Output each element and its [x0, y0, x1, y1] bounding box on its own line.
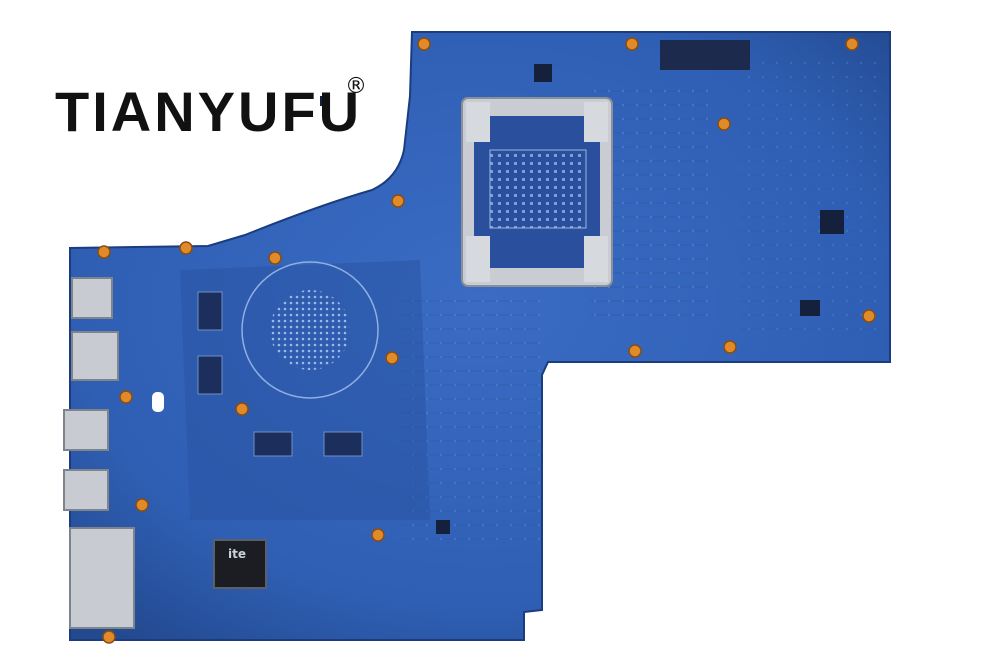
- ite-controller-chip: ite: [213, 539, 267, 589]
- ethernet-port: [71, 331, 119, 381]
- chip-marking: ite: [228, 547, 246, 561]
- brand-watermark: TIANYUFU: [55, 80, 363, 143]
- registered-trademark-symbol: ®: [345, 74, 367, 99]
- small-components: [320, 40, 844, 534]
- usb-port-2: [63, 469, 109, 511]
- memory-chips: [197, 291, 363, 457]
- io-ports: [63, 277, 135, 629]
- usb-port-1: [63, 409, 109, 451]
- card-reader-slot: [69, 527, 135, 629]
- bga-pad-array: [241, 261, 379, 399]
- trace-area-far-right: [740, 60, 880, 340]
- hdmi-port: [71, 277, 113, 319]
- cpu-socket-bracket: [461, 97, 613, 287]
- board-cutout: [152, 392, 164, 412]
- mounting-holes: [97, 37, 876, 644]
